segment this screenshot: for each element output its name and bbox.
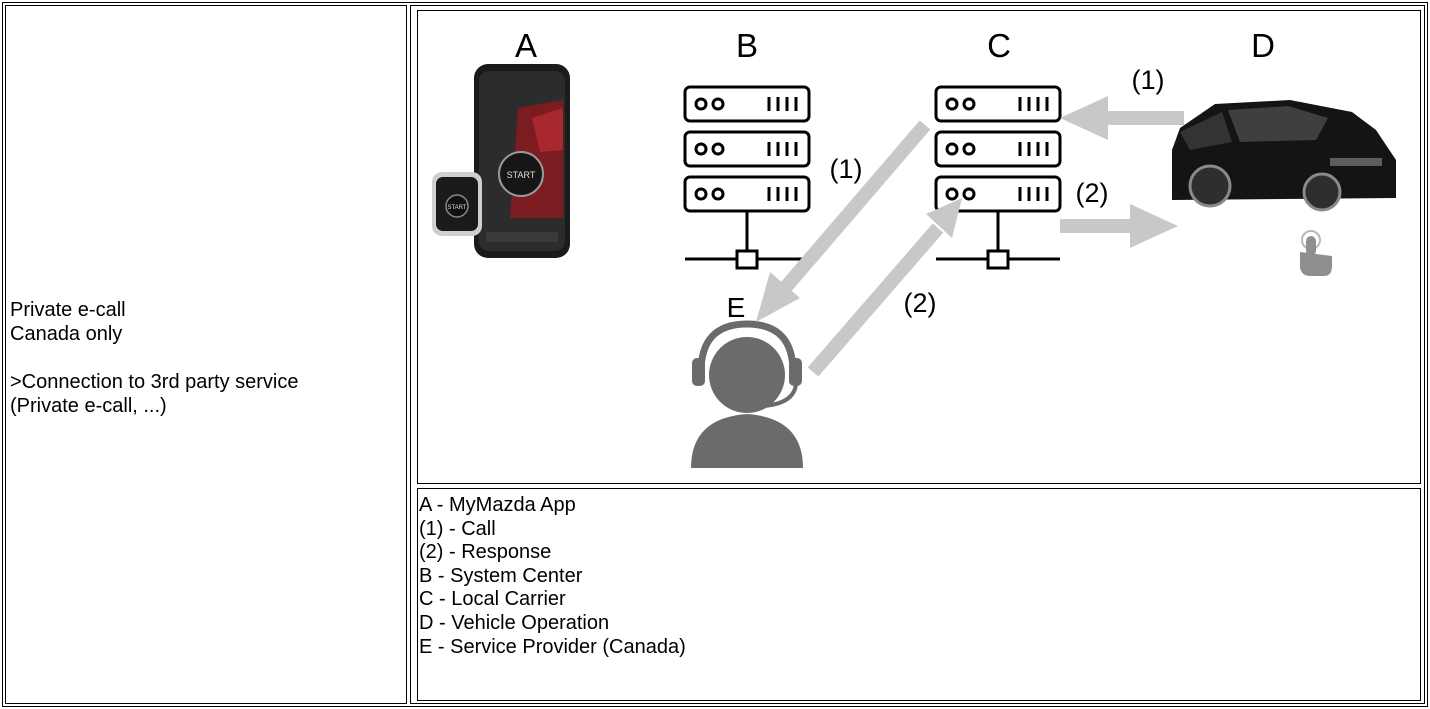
right-cell [410, 5, 1425, 704]
legend-frame [417, 488, 1421, 701]
left-cell-text: Private e-call Canada only >Connection t… [10, 298, 299, 418]
text-connection: >Connection to 3rd party service [10, 371, 299, 393]
arrow-label-response-lower: (2) [904, 288, 937, 318]
arrow-response-operator-to-carrier [807, 198, 962, 377]
label-a: A [515, 27, 537, 64]
watch-start-button: START [447, 205, 466, 211]
legend-item-d: D - Vehicle Operation [419, 611, 610, 634]
left-cell [5, 5, 407, 704]
arrow-label-call-left: (1) [830, 154, 863, 184]
touch-hand-icon [1300, 230, 1332, 276]
phone-start-button: START [507, 170, 536, 180]
legend: A - MyMazda App (1) - Call (2) - Respons… [419, 494, 686, 659]
arrow-label-call-top: (1) [1132, 65, 1165, 95]
label-d: D [1251, 27, 1275, 64]
text-private-ecall-paren: (Private e-call, ...) [10, 395, 167, 417]
diagram-frame [417, 10, 1421, 484]
legend-item-response: (2) - Response [419, 541, 552, 564]
label-e: E [727, 292, 746, 323]
arrow-response-carrier-to-vehicle [1060, 204, 1178, 248]
local-carrier-server-icon [936, 87, 1060, 268]
legend-item-call: (1) - Call [419, 517, 496, 540]
text-private-ecall: Private e-call [10, 299, 126, 321]
service-provider-operator-icon [691, 320, 803, 468]
legend-item-b: B - System Center [419, 564, 583, 587]
label-c: C [987, 27, 1011, 64]
label-b: B [736, 27, 758, 64]
text-canada-only: Canada only [10, 323, 123, 345]
arrow-call-carrier-to-operator [756, 120, 931, 322]
diagram: A B C D START START [432, 27, 1396, 468]
vehicle-icon [1172, 100, 1396, 212]
legend-item-a: A - MyMazda App [419, 494, 576, 516]
system-center-server-icon [685, 87, 809, 268]
legend-item-e: E - Service Provider (Canada) [419, 635, 686, 658]
arrow-label-response-right: (2) [1076, 178, 1109, 208]
mymazda-app-devices: START START [432, 64, 570, 258]
legend-item-c: C - Local Carrier [419, 588, 566, 611]
arrow-call-vehicle-to-carrier [1060, 96, 1184, 140]
